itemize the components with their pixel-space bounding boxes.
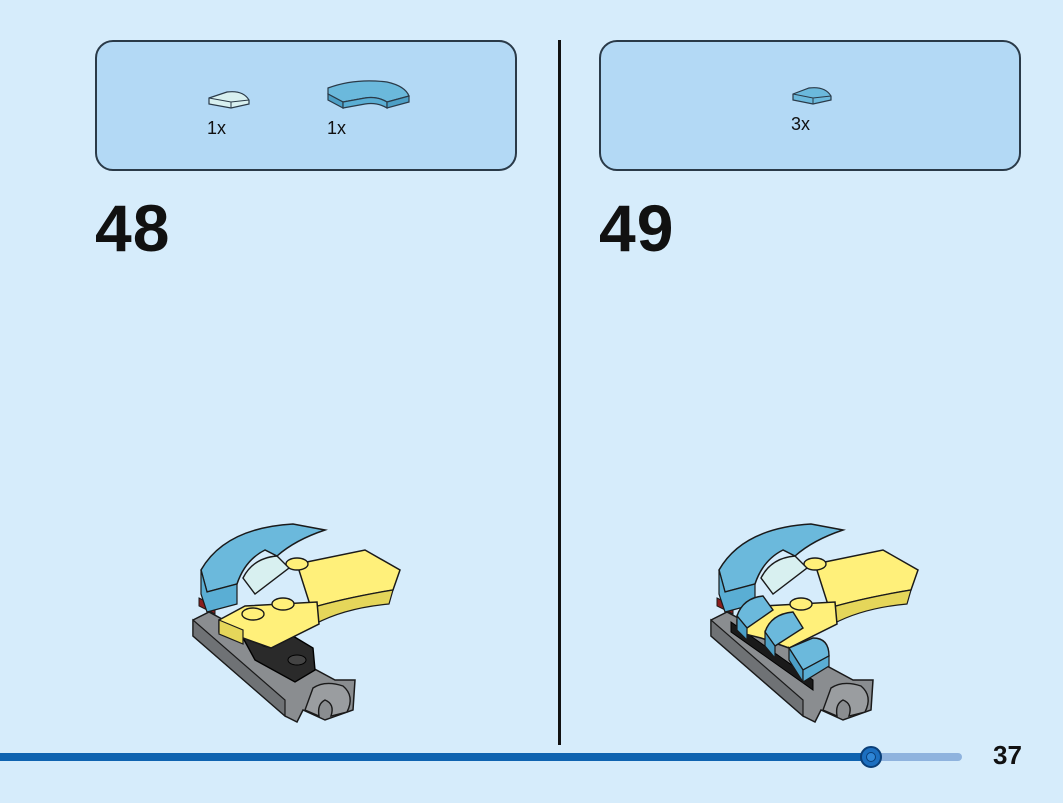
parts-callout-step-49: 3x	[599, 40, 1021, 171]
page-number: 37	[993, 740, 1022, 770]
page-divider	[558, 40, 561, 745]
model-assembly-step-49	[710, 523, 919, 724]
model-assembly-step-48	[192, 523, 401, 724]
progress-handle[interactable]	[860, 746, 882, 768]
quarter-tile-light-aqua-icon	[208, 91, 250, 109]
azure-quarter-tile	[764, 611, 804, 647]
quarter-tile-medium-azure-icon	[792, 87, 832, 105]
light-aqua-quarter-tile	[242, 555, 291, 595]
part-quantity: 1x	[207, 118, 227, 138]
step-number: 48	[95, 191, 171, 265]
part-quantity: 1x	[327, 118, 347, 138]
azure-curved-tile	[718, 523, 846, 593]
step-number: 49	[599, 191, 675, 265]
azure-curved-tile	[200, 523, 328, 593]
parts-callout-step-48: 1x 1x	[95, 40, 517, 171]
curved-tile-medium-azure-icon	[327, 80, 410, 110]
part-quantity: 3x	[791, 114, 811, 134]
light-aqua-quarter-tile	[760, 555, 809, 595]
progress-fill	[0, 753, 871, 761]
azure-quarter-tile	[736, 595, 774, 629]
